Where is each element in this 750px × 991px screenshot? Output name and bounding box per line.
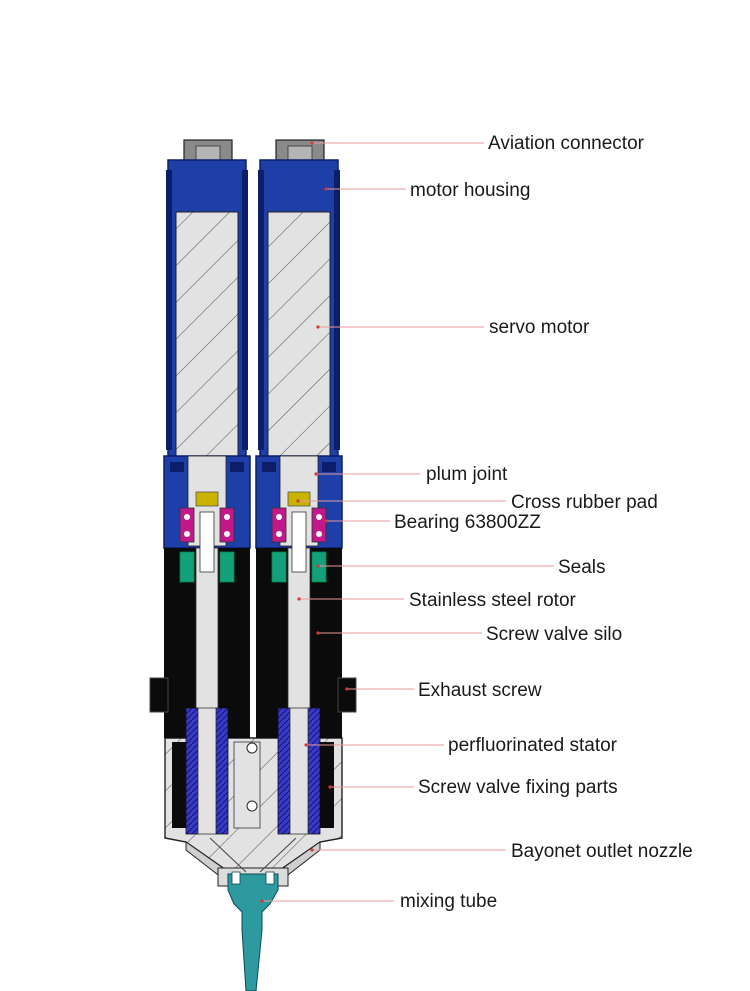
label-plum-joint: plum joint (426, 464, 508, 485)
right-perfluorinated-stator (277, 707, 321, 835)
left-screw-valve-silo (164, 511, 250, 739)
label-screw-valve-fixing-parts: Screw valve fixing parts (418, 777, 618, 798)
right-dispensing-unit (255, 139, 357, 835)
leader-lines (262, 142, 554, 902)
label-motor-housing: motor housing (410, 180, 530, 201)
label-mixing-tube: mixing tube (400, 891, 497, 912)
left-perfluorinated-stator (185, 707, 229, 835)
left-exhaust-screw (149, 677, 169, 713)
label-aviation-connector: Aviation connector (488, 133, 645, 154)
left-servo-motor (175, 211, 239, 457)
left-dispensing-unit (149, 139, 251, 835)
callout-labels: Aviation connector motor housing servo m… (394, 133, 693, 912)
left-coupling-housing (163, 455, 251, 549)
label-bayonet-outlet-nozzle: Bayonet outlet nozzle (511, 841, 693, 862)
mixing-tube-part (227, 871, 279, 991)
label-seals: Seals (558, 557, 606, 578)
label-servo-motor: servo motor (489, 317, 590, 338)
label-screw-valve-silo: Screw valve silo (486, 624, 622, 645)
label-exhaust-screw: Exhaust screw (418, 680, 542, 701)
leader-dots (260, 141, 349, 903)
right-servo-motor (267, 211, 331, 457)
right-exhaust-screw (337, 677, 357, 713)
right-screw-valve-silo (256, 511, 342, 739)
label-cross-rubber-pad: Cross rubber pad (511, 492, 658, 513)
label-perfluorinated-stator: perfluorinated stator (448, 735, 618, 756)
label-bearing: Bearing 63800ZZ (394, 512, 541, 533)
label-stainless-steel-rotor: Stainless steel rotor (409, 590, 577, 611)
